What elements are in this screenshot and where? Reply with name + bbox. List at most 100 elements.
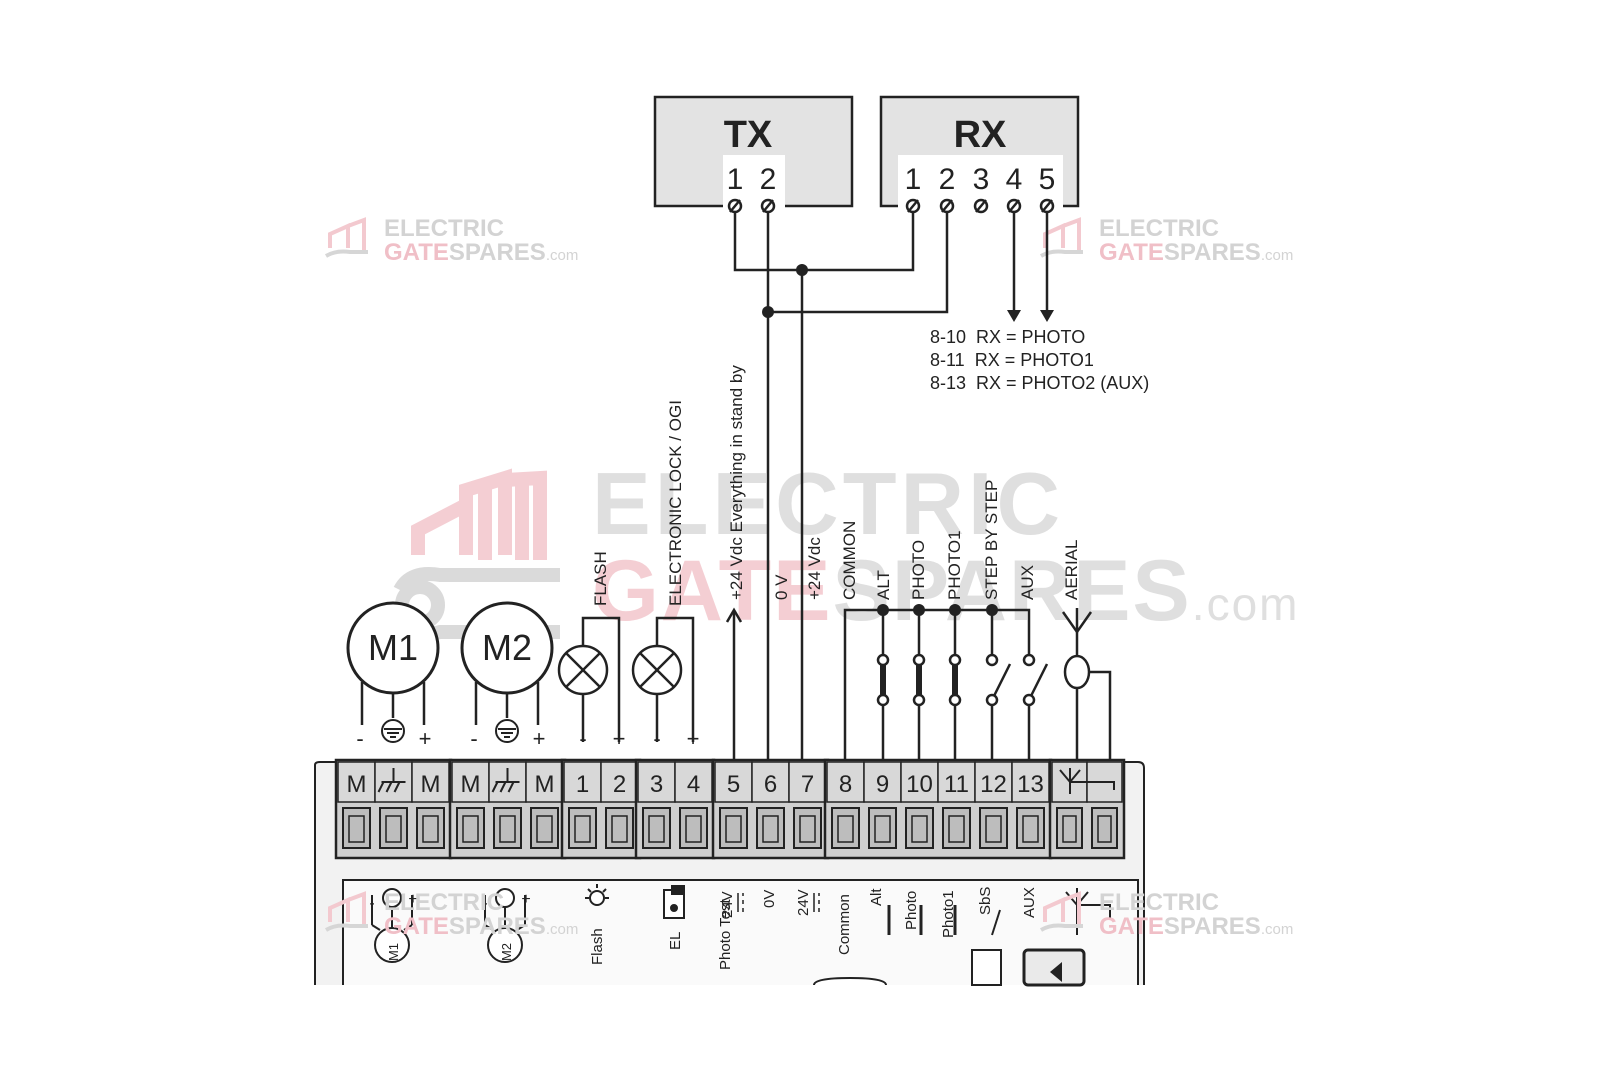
svg-text:-: - [470, 726, 477, 751]
board-display [1022, 948, 1086, 987]
svg-text:ELECTRIC: ELECTRIC [1099, 215, 1219, 242]
terminal-screw-icon [456, 807, 485, 849]
screw-icon [760, 198, 776, 214]
board-labels: - + M1 - + M2 Flash EL Photo Test 24V 0V… [369, 887, 1038, 970]
terminal-screw-slot [874, 815, 891, 843]
motor-label: M2 [482, 627, 532, 668]
motor-label: M1 [368, 627, 418, 668]
label-step-by-step: STEP BY STEP [982, 480, 1001, 600]
rx-output-arrows [1007, 310, 1054, 322]
board-button [971, 949, 1002, 986]
photocell-wires [733, 212, 1049, 760]
board-label-alt: Alt [868, 888, 885, 906]
terminal-screw-slot [499, 815, 516, 843]
label-24vdc-standby: +24 Vdc Everything in stand by [727, 365, 746, 600]
terminal-screw-slot [462, 815, 479, 843]
no-contact-icon [1022, 653, 1049, 707]
svg-text:+: + [521, 891, 530, 908]
terminal-screw-slot [1097, 815, 1112, 843]
terminal-screw-slot [385, 815, 402, 843]
lock-lamp [631, 616, 695, 742]
rx-pin-1: 1 [905, 163, 922, 196]
terminal-label: 8 [839, 771, 852, 798]
terminal-aerial-icon [1059, 768, 1115, 794]
aerial-icon [1061, 608, 1112, 760]
play-left-icon [1050, 962, 1062, 982]
terminal-screw-icon [679, 807, 708, 849]
screw-icon [727, 198, 743, 214]
terminal-screw-slot [611, 815, 628, 843]
terminal-label: 4 [687, 771, 700, 798]
label-photo: PHOTO [909, 540, 928, 600]
terminal-slot [637, 761, 676, 803]
board-label-photo-test: Photo Test [717, 899, 734, 970]
screw-icon [905, 198, 921, 214]
watermark-small-top-right: ELECTRIC GATESPARES.com [1039, 215, 1293, 266]
label-24vdc: +24 Vdc [805, 537, 824, 600]
watermark-com: .com [1192, 578, 1300, 630]
terminal-screw-slot [1022, 815, 1039, 843]
board-dc-symbols [737, 893, 820, 912]
watermark-small-bottom-left: ELECTRIC GATESPARES.com [324, 889, 578, 940]
svg-text:ELECTRIC: ELECTRIC [1099, 889, 1219, 916]
chassis-ground-icon [377, 768, 406, 793]
terminal-label: 1 [576, 771, 589, 798]
terminal-screw-slot [648, 815, 665, 843]
svg-text:+: + [408, 891, 417, 908]
tx-pin-1: 1 [727, 163, 744, 196]
flash-lamp [557, 616, 621, 742]
terminal-screw-slot [948, 815, 965, 843]
watermark-spares: SPARES [833, 543, 1192, 639]
svg-text:-: - [369, 895, 374, 912]
polarity-minus: - [356, 726, 363, 751]
screw-icon [1039, 198, 1055, 214]
board-m2-symbol [484, 888, 526, 963]
terminal-label: 9 [876, 771, 889, 798]
watermark-small-top-left: ELECTRIC GATESPARES.com [324, 215, 578, 266]
earth-icon [381, 719, 405, 743]
svg-text:-: - [653, 726, 660, 751]
watermark-large: ELECTRIC GATESPARES.com [393, 454, 1300, 642]
board-label-photo1: Photo1 [940, 890, 957, 938]
watermark-small-logo-icon [1039, 891, 1083, 932]
terminal-screw-slot [536, 815, 553, 843]
label-common: COMMON [840, 521, 859, 600]
nc-contact-icon [876, 653, 890, 707]
watermark-small-logo-icon [324, 217, 368, 258]
rx-notes: 8-10 RX = PHOTO 8-11 RX = PHOTO1 8-13 RX… [930, 327, 1149, 393]
terminal-slot [974, 761, 1013, 803]
terminal-slot [714, 761, 753, 803]
screw-icon [939, 198, 955, 214]
lock-icon [663, 885, 685, 919]
terminal-slot [674, 761, 713, 803]
terminal-slot [337, 761, 376, 803]
rx-pin-5: 5 [1039, 163, 1056, 196]
svg-text:ELECTRIC: ELECTRIC [384, 889, 504, 916]
rx-pin-3: 3 [973, 163, 990, 196]
svg-text:+: + [533, 726, 546, 751]
watermark-gate: GATE [592, 543, 833, 639]
terminal-slot [937, 761, 976, 803]
lamp-icon [631, 644, 683, 696]
terminal-screw-slot [985, 815, 1002, 843]
arrow-up-icon [725, 607, 743, 623]
board-label-common: Common [836, 894, 853, 955]
terminal-slot [900, 761, 939, 803]
terminal-label: M [461, 771, 481, 798]
svg-text:M2: M2 [499, 943, 514, 961]
standby-output [725, 607, 743, 760]
terminal-screw-slot [574, 815, 591, 843]
vertical-labels: FLASH ELECTRONIC LOCK / OGI +24 Vdc Ever… [591, 365, 1081, 606]
motor-m2: M2 - + [460, 601, 554, 751]
watermark-small-line1: ELECTRIC [384, 215, 504, 242]
label-aux: AUX [1018, 565, 1037, 600]
arrow-down-icon [1007, 310, 1021, 322]
rx-pin-2: 2 [939, 163, 956, 196]
no-contact-icon [985, 653, 1012, 707]
rx-note: 8-13 RX = PHOTO2 (AUX) [930, 373, 1149, 393]
board-m1-symbol [371, 888, 413, 963]
